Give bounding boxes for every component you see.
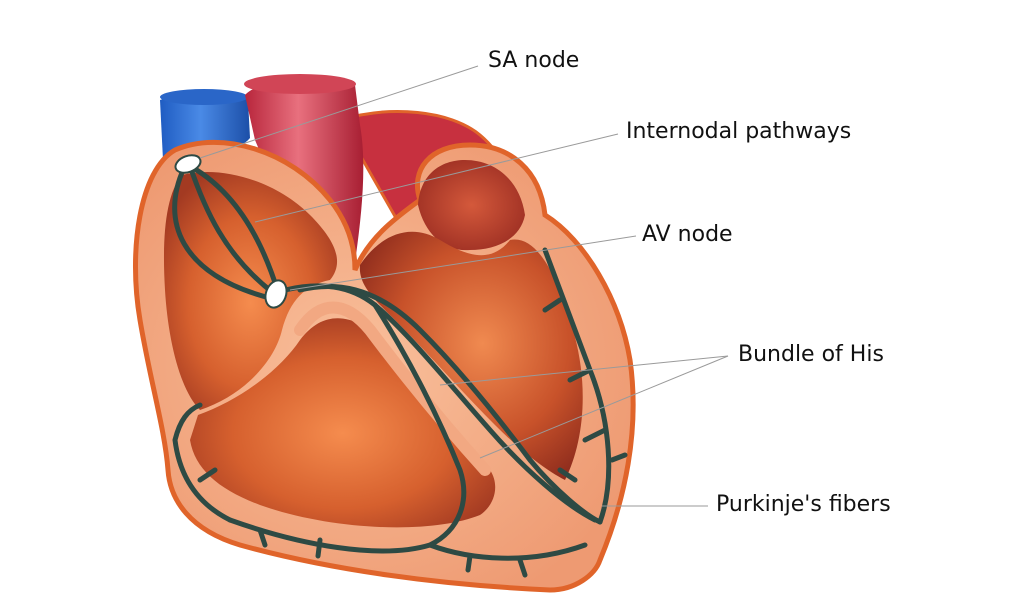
label-internodal-pathways: Internodal pathways bbox=[626, 121, 851, 143]
label-purkinje-fibers: Purkinje's fibers bbox=[716, 494, 891, 516]
label-sa-node: SA node bbox=[488, 50, 579, 72]
label-bundle-of-his: Bundle of His bbox=[738, 344, 884, 366]
label-av-node: AV node bbox=[642, 224, 733, 246]
